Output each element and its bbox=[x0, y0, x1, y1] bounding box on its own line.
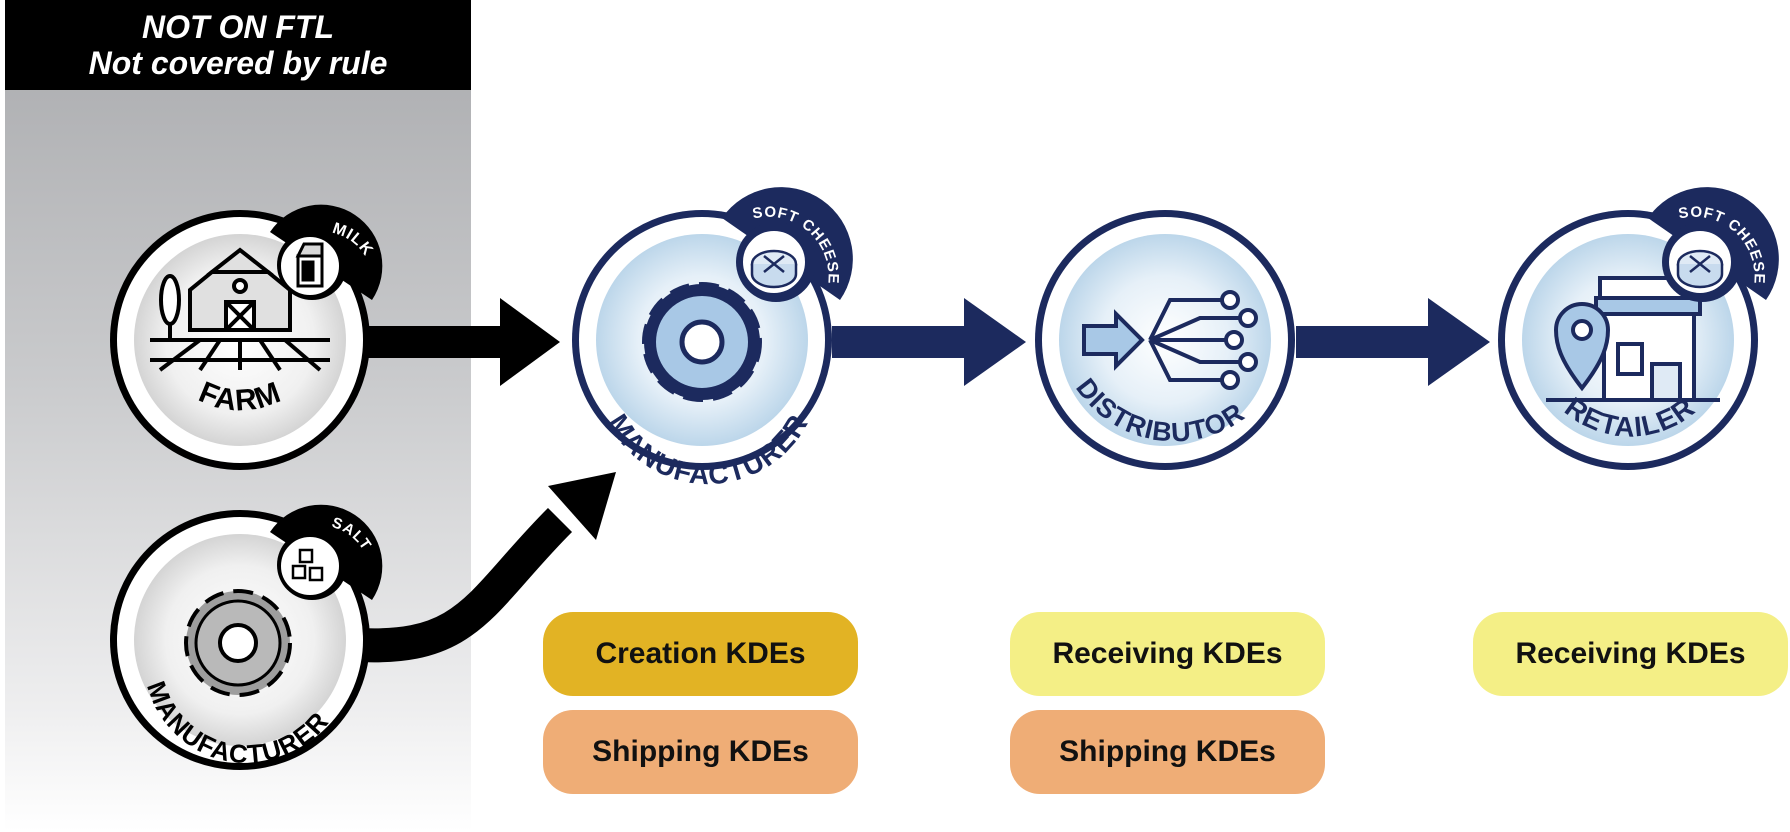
gear-icon bbox=[184, 589, 292, 697]
milk-carton-icon bbox=[295, 242, 324, 288]
salt-cubes-icon bbox=[291, 548, 324, 582]
zone-title-line2: Not covered by rule bbox=[88, 45, 388, 81]
manufacturer-node: MANUFACTURER SOFT CHEESE bbox=[572, 187, 853, 490]
storefront-icon bbox=[1546, 276, 1720, 402]
barn-icon bbox=[150, 247, 330, 372]
distribution-network-icon bbox=[1082, 290, 1258, 390]
gear-icon bbox=[642, 282, 762, 402]
manufacturer-shipping-kde: Shipping KDEs bbox=[543, 710, 858, 794]
farm-node: FARM MILK bbox=[110, 204, 383, 470]
distributor-node: DISTRIBUTOR bbox=[1035, 210, 1295, 470]
arrow-distributor-to-retailer bbox=[1296, 298, 1490, 386]
retailer-node: RETAILER SOFT CHEESE bbox=[1498, 187, 1779, 470]
cheese-wheel-icon bbox=[750, 249, 798, 289]
retailer-receiving-kde: Receiving KDEs bbox=[1473, 612, 1788, 696]
arrow-farm-to-manufacturer bbox=[360, 298, 560, 386]
arrow-ingredient-to-manufacturer bbox=[359, 472, 616, 663]
arrow-manufacturer-to-distributor bbox=[832, 298, 1026, 386]
distributor-receiving-kde: Receiving KDEs bbox=[1010, 612, 1325, 696]
not-covered-zone-header: NOT ON FTL Not covered by rule bbox=[5, 0, 471, 90]
zone-title-line1: NOT ON FTL bbox=[142, 9, 334, 45]
distributor-shipping-kde: Shipping KDEs bbox=[1010, 710, 1325, 794]
manufacturer-creation-kde: Creation KDEs bbox=[543, 612, 858, 696]
ingredient-manufacturer-node: MANUFACTURER SALT bbox=[110, 504, 383, 770]
cheese-wheel-icon bbox=[1676, 249, 1724, 289]
